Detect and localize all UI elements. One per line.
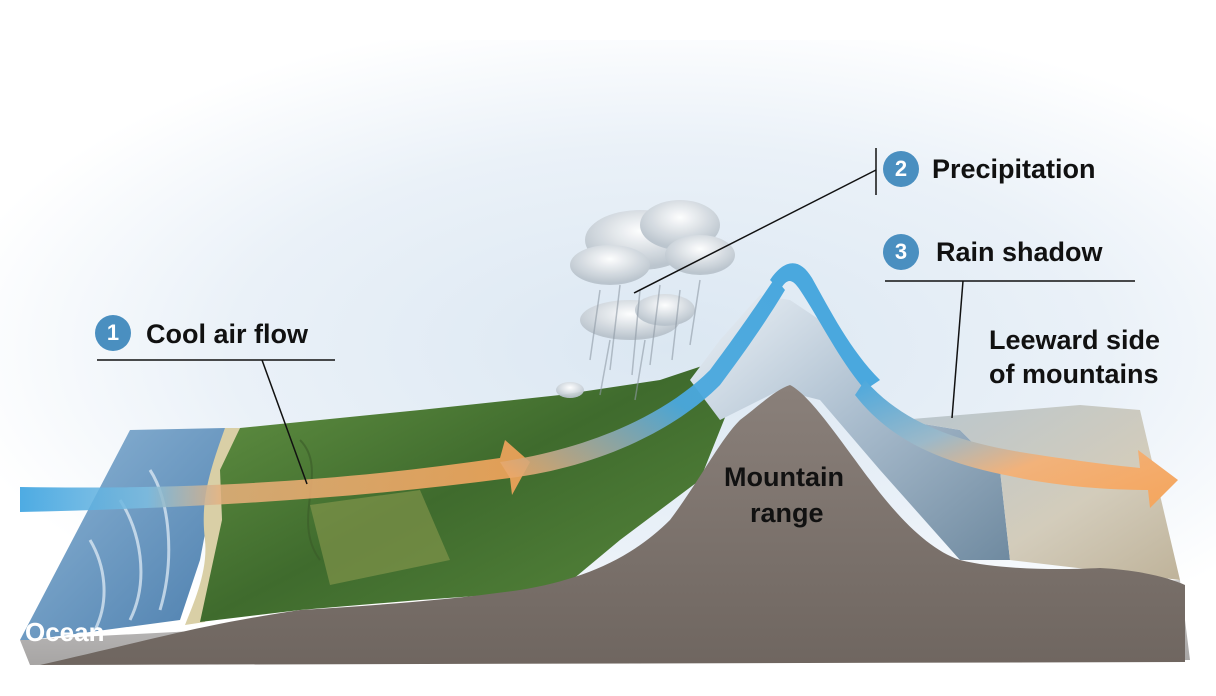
mountain-rock-section (40, 385, 1185, 665)
cool-air-flow-arrow (20, 440, 530, 512)
descending-air-arrow (855, 380, 1178, 508)
leeward-line-2: of mountains (989, 359, 1159, 389)
badge-3: 3 (883, 234, 919, 270)
mountain-range-line-2: range (750, 498, 824, 528)
farm-fields (310, 490, 450, 585)
precipitation-label: Precipitation (932, 154, 1096, 184)
rising-air-arrow (500, 278, 785, 478)
precip-leader (633, 169, 877, 294)
badge-2: 2 (883, 151, 919, 187)
cool-air-leader (261, 359, 308, 485)
leeward-dry-land (900, 405, 1180, 580)
leader-lines (97, 148, 1135, 485)
ocean-label: Ocean (25, 617, 105, 647)
rain-streaks (589, 279, 701, 401)
surf-lines (88, 469, 171, 631)
rain-shadow-label: Rain shadow (936, 237, 1103, 267)
badge-1: 1 (95, 315, 131, 351)
snowy-mountain (690, 295, 1010, 560)
beach (185, 428, 240, 625)
cool-air-flow-label: Cool air flow (146, 319, 308, 349)
ocean-surface (20, 428, 225, 640)
arch-over-peak (770, 263, 880, 390)
rain-shadow-leader (951, 280, 964, 419)
leeward-line-1: Leeward side (989, 325, 1161, 355)
mountain-range-line-1: Mountain (724, 462, 844, 492)
